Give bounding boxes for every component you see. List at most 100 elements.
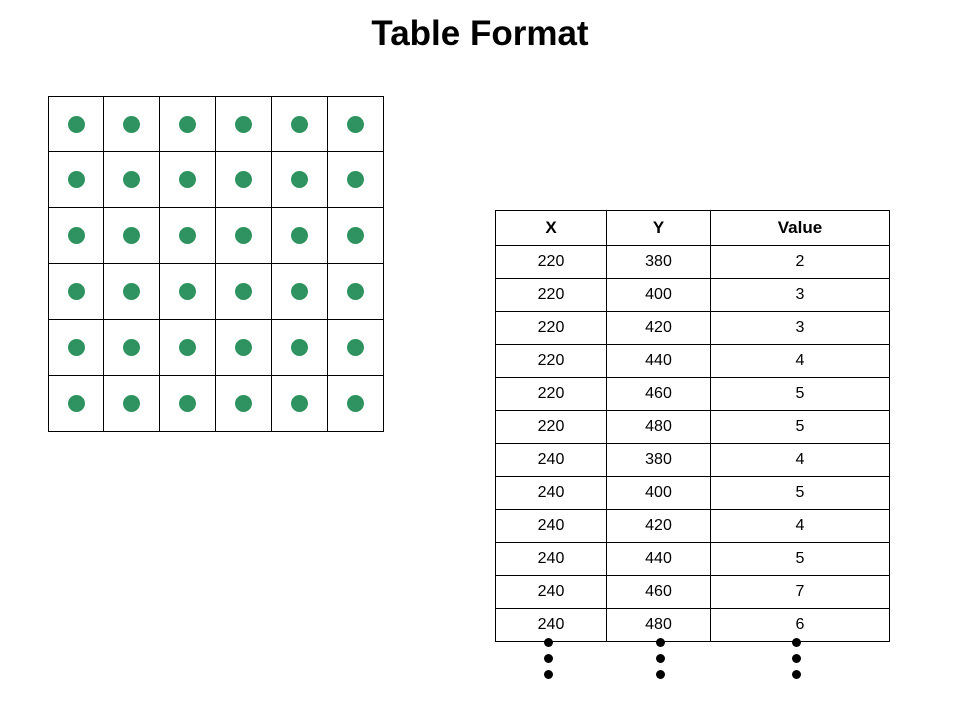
cell-value: 5: [710, 377, 890, 411]
grid-cell: [272, 152, 328, 208]
cell-value: 4: [710, 344, 890, 378]
grid-cell: [160, 264, 216, 320]
cell-value: 5: [710, 542, 890, 576]
green-dot-icon: [347, 227, 364, 244]
cell-x: 240: [495, 476, 607, 510]
green-dot-icon: [291, 115, 308, 133]
cell-value: 7: [710, 575, 890, 609]
grid-cell: [48, 96, 104, 152]
green-dot-icon: [291, 227, 308, 244]
table-header-row: X Y Value: [495, 210, 890, 246]
grid-cell: [104, 152, 160, 208]
vertical-ellipsis-icon: [792, 638, 802, 686]
cell-value: 5: [710, 410, 890, 444]
cell-y: 380: [606, 443, 711, 477]
green-dot-icon: [123, 227, 140, 244]
cell-y: 420: [606, 509, 711, 543]
grid-cell: [160, 208, 216, 264]
grid-cell: [328, 208, 384, 264]
green-dot-icon: [291, 283, 308, 300]
green-dot-icon: [67, 227, 85, 244]
grid-cell: [216, 264, 272, 320]
grid-cell: [216, 320, 272, 376]
green-dot-icon: [235, 227, 252, 244]
grid-cell: [328, 264, 384, 320]
page-title: Table Format: [371, 14, 589, 53]
grid-cell: [160, 376, 216, 432]
green-dot-icon: [291, 395, 308, 412]
grid-cell: [328, 96, 384, 152]
grid-cell: [328, 152, 384, 208]
grid-cell: [48, 208, 104, 264]
grid-cell: [216, 96, 272, 152]
grid-cell: [160, 96, 216, 152]
green-dot-icon: [123, 171, 140, 188]
green-dot-icon: [179, 171, 196, 188]
green-dot-icon: [123, 339, 140, 356]
cell-y: 440: [606, 344, 711, 378]
green-dot-icon: [67, 395, 85, 412]
grid-cell: [328, 320, 384, 376]
header-y: Y: [606, 210, 711, 246]
grid-cell: [160, 152, 216, 208]
green-dot-icon: [347, 171, 364, 188]
green-dot-icon: [123, 283, 140, 300]
cell-x: 220: [495, 344, 607, 378]
green-dot-icon: [291, 339, 308, 356]
cell-value: 4: [710, 443, 890, 477]
green-dot-icon: [67, 339, 85, 356]
grid-cell: [104, 264, 160, 320]
grid-cell: [48, 376, 104, 432]
green-dot-icon: [179, 395, 196, 412]
dot-grid: [48, 96, 384, 432]
green-dot-icon: [235, 283, 252, 300]
green-dot-icon: [347, 283, 364, 300]
grid-cell: [48, 264, 104, 320]
cell-y: 480: [606, 410, 711, 444]
green-dot-icon: [67, 115, 85, 133]
vertical-ellipsis-icon: [656, 638, 666, 686]
cell-value: 4: [710, 509, 890, 543]
cell-value: 5: [710, 476, 890, 510]
cell-x: 240: [495, 509, 607, 543]
cell-x: 220: [495, 311, 607, 345]
grid-cell: [272, 376, 328, 432]
grid-cell: [272, 320, 328, 376]
green-dot-icon: [235, 339, 252, 356]
grid-cell: [48, 320, 104, 376]
header-value: Value: [710, 210, 890, 246]
cell-x: 220: [495, 278, 607, 312]
green-dot-icon: [67, 171, 85, 188]
cell-value: 3: [710, 278, 890, 312]
cell-value: 3: [710, 311, 890, 345]
grid-cell: [272, 208, 328, 264]
green-dot-icon: [347, 115, 364, 133]
cell-x: 240: [495, 608, 607, 642]
grid-cell: [104, 376, 160, 432]
green-dot-icon: [67, 283, 85, 300]
cell-x: 220: [495, 245, 607, 279]
cell-x: 240: [495, 575, 607, 609]
header-x: X: [495, 210, 607, 246]
cell-x: 240: [495, 443, 607, 477]
cell-x: 240: [495, 542, 607, 576]
cell-x: 220: [495, 410, 607, 444]
cell-y: 400: [606, 278, 711, 312]
grid-cell: [272, 96, 328, 152]
cell-y: 480: [606, 608, 711, 642]
green-dot-icon: [235, 171, 252, 188]
green-dot-icon: [179, 339, 196, 356]
grid-cell: [216, 376, 272, 432]
grid-cell: [48, 152, 104, 208]
